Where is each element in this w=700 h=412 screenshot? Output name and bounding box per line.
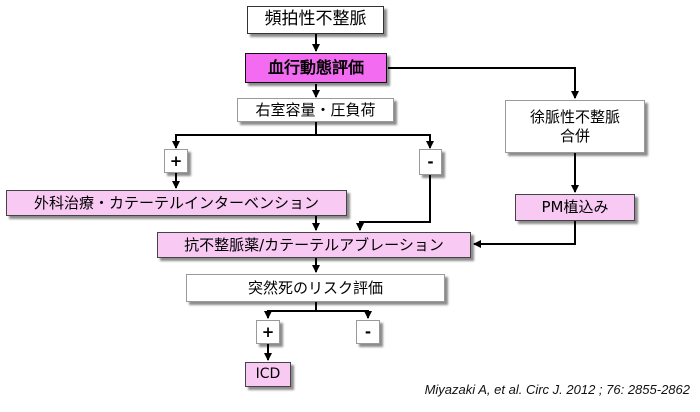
node-antiarrhythmic-ablation-label: 抗不整脈薬/カテーテルアブレーション (184, 235, 444, 254)
node-rv-minus-label: - (427, 152, 434, 171)
node-risk-minus: - (356, 320, 380, 344)
node-rv-volume-pressure-load-label: 右室容量・圧負荷 (255, 100, 376, 119)
node-pm-implantation: PM植込み (515, 194, 635, 221)
node-icd: ICD (245, 362, 291, 387)
node-sudden-death-risk-label: 突然死のリスク評価 (247, 278, 383, 297)
node-icd-label: ICD (255, 365, 281, 382)
node-risk-plus: + (256, 320, 280, 344)
node-hemodynamic-evaluation: 血行動態評価 (245, 53, 387, 83)
node-risk-plus-label: + (261, 322, 275, 341)
node-bradyarrhythmia-label: 徐脈性不整脈 合併 (529, 107, 620, 145)
node-risk-minus-label: - (364, 322, 372, 341)
arrow-rv-to-minus (316, 134, 434, 149)
node-rv-plus: + (164, 149, 188, 173)
node-hemodynamic-evaluation-label: 血行動態評価 (267, 58, 364, 77)
node-pm-implantation-label: PM植込み (541, 198, 609, 217)
node-tachyarrhythmia-label: 頻拍性不整脈 (264, 9, 367, 30)
arrow-rv-to-plus (172, 134, 316, 149)
node-rv-volume-pressure-load: 右室容量・圧負荷 (237, 98, 394, 122)
node-rv-minus: - (419, 149, 442, 175)
node-surgery-catheter-intervention-label: 外科治療・カテーテルインターベンション (33, 193, 319, 212)
arrow-minus-to-antiarrhythmic (356, 175, 431, 231)
arrow-hemodynamic-to-brady (388, 67, 579, 99)
node-bradyarrhythmia: 徐脈性不整脈 合併 (505, 100, 645, 153)
node-sudden-death-risk: 突然死のリスク評価 (186, 274, 445, 302)
node-surgery-catheter-intervention: 外科治療・カテーテルインターベンション (6, 190, 347, 216)
citation: Miyazaki A, et al. Circ J. 2012 ; 76: 28… (424, 382, 690, 397)
node-rv-plus-label: + (169, 151, 183, 170)
arrow-pm-to-antiarrhythmic (473, 221, 576, 248)
arrow-risk-to-minus (316, 310, 372, 319)
node-antiarrhythmic-ablation: 抗不整脈薬/カテーテルアブレーション (157, 232, 471, 258)
arrow-risk-to-plus (264, 310, 316, 319)
node-tachyarrhythmia: 頻拍性不整脈 (247, 6, 384, 34)
